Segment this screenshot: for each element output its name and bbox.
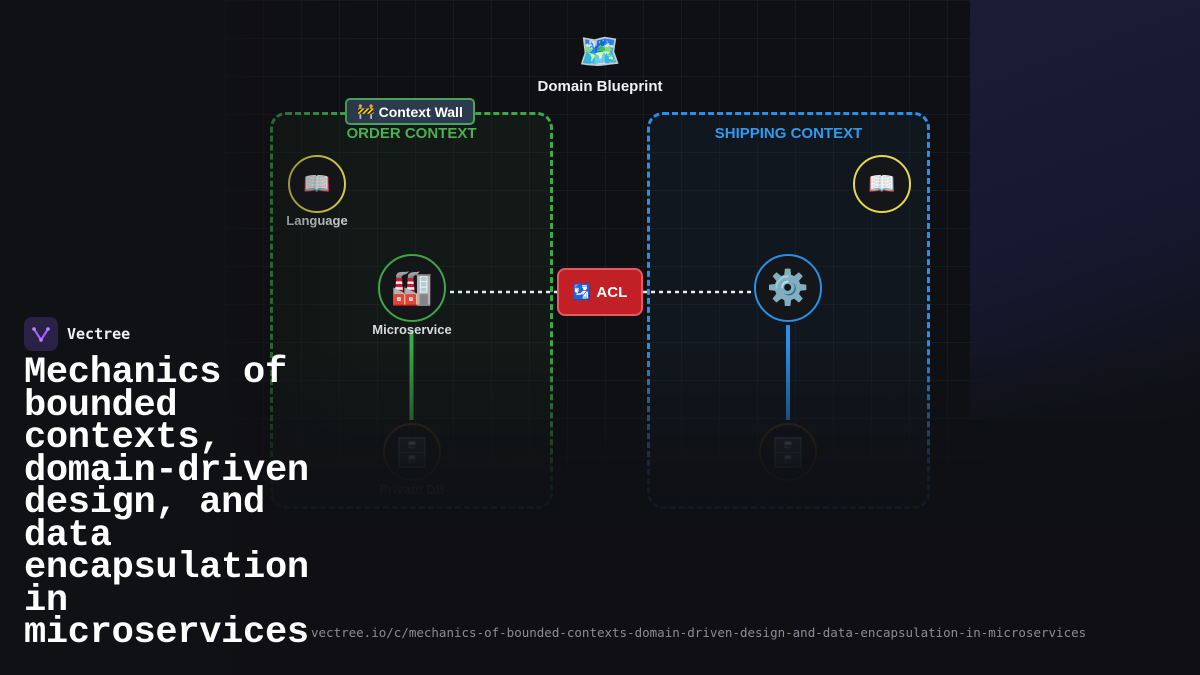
acl-node: 🛂 ACL — [557, 268, 643, 316]
open-book-icon: 📖 — [303, 171, 331, 196]
page-title: Mechanics of bounded contexts, domain-dr… — [24, 352, 309, 654]
order-private-db-node: 🗄️ — [383, 423, 441, 481]
language-label: Language — [286, 213, 348, 228]
file-cabinet-lock-icon: 🗄️ — [394, 436, 430, 468]
context-wall-badge: 🚧 Context Wall — [345, 98, 475, 125]
passport-control-icon: 🛂 — [572, 284, 592, 301]
diagram-title-label: Domain Blueprint — [537, 78, 663, 95]
order-microservice-node: 🏭 — [378, 254, 446, 322]
shipping-context-title: SHIPPING CONTEXT — [714, 125, 863, 142]
private-db-label: Private DB — [379, 482, 445, 497]
shipping-language-node: 📖 — [853, 155, 911, 213]
gear-icon: ⚙️ — [766, 269, 810, 307]
corner-glow — [970, 0, 1200, 420]
diagram-title: 🗺️ Domain Blueprint — [530, 30, 670, 95]
order-language-node: 📖 — [288, 155, 346, 213]
order-context-title: ORDER CONTEXT — [346, 125, 477, 142]
page-url[interactable]: vectree.io/c/mechanics-of-bounded-contex… — [311, 625, 1087, 640]
construction-barrier-icon: 🚧 — [357, 103, 375, 119]
context-wall-label: Context Wall — [378, 103, 463, 120]
shipping-service-node: ⚙️ — [754, 254, 822, 322]
brand-name: Vectree — [67, 325, 131, 343]
file-cabinet-lock-icon: 🗄️ — [770, 436, 806, 468]
acl-label: ACL — [596, 283, 628, 301]
shipping-private-db-node: 🗄️ — [759, 423, 817, 481]
vectree-logo-icon — [24, 317, 58, 351]
microservice-label: Microservice — [372, 322, 452, 337]
world-map-icon: 🗺️ — [578, 33, 622, 71]
open-book-icon: 📖 — [868, 171, 896, 196]
factory-icon: 🏭 — [390, 269, 434, 307]
brand: Vectree — [24, 317, 130, 351]
